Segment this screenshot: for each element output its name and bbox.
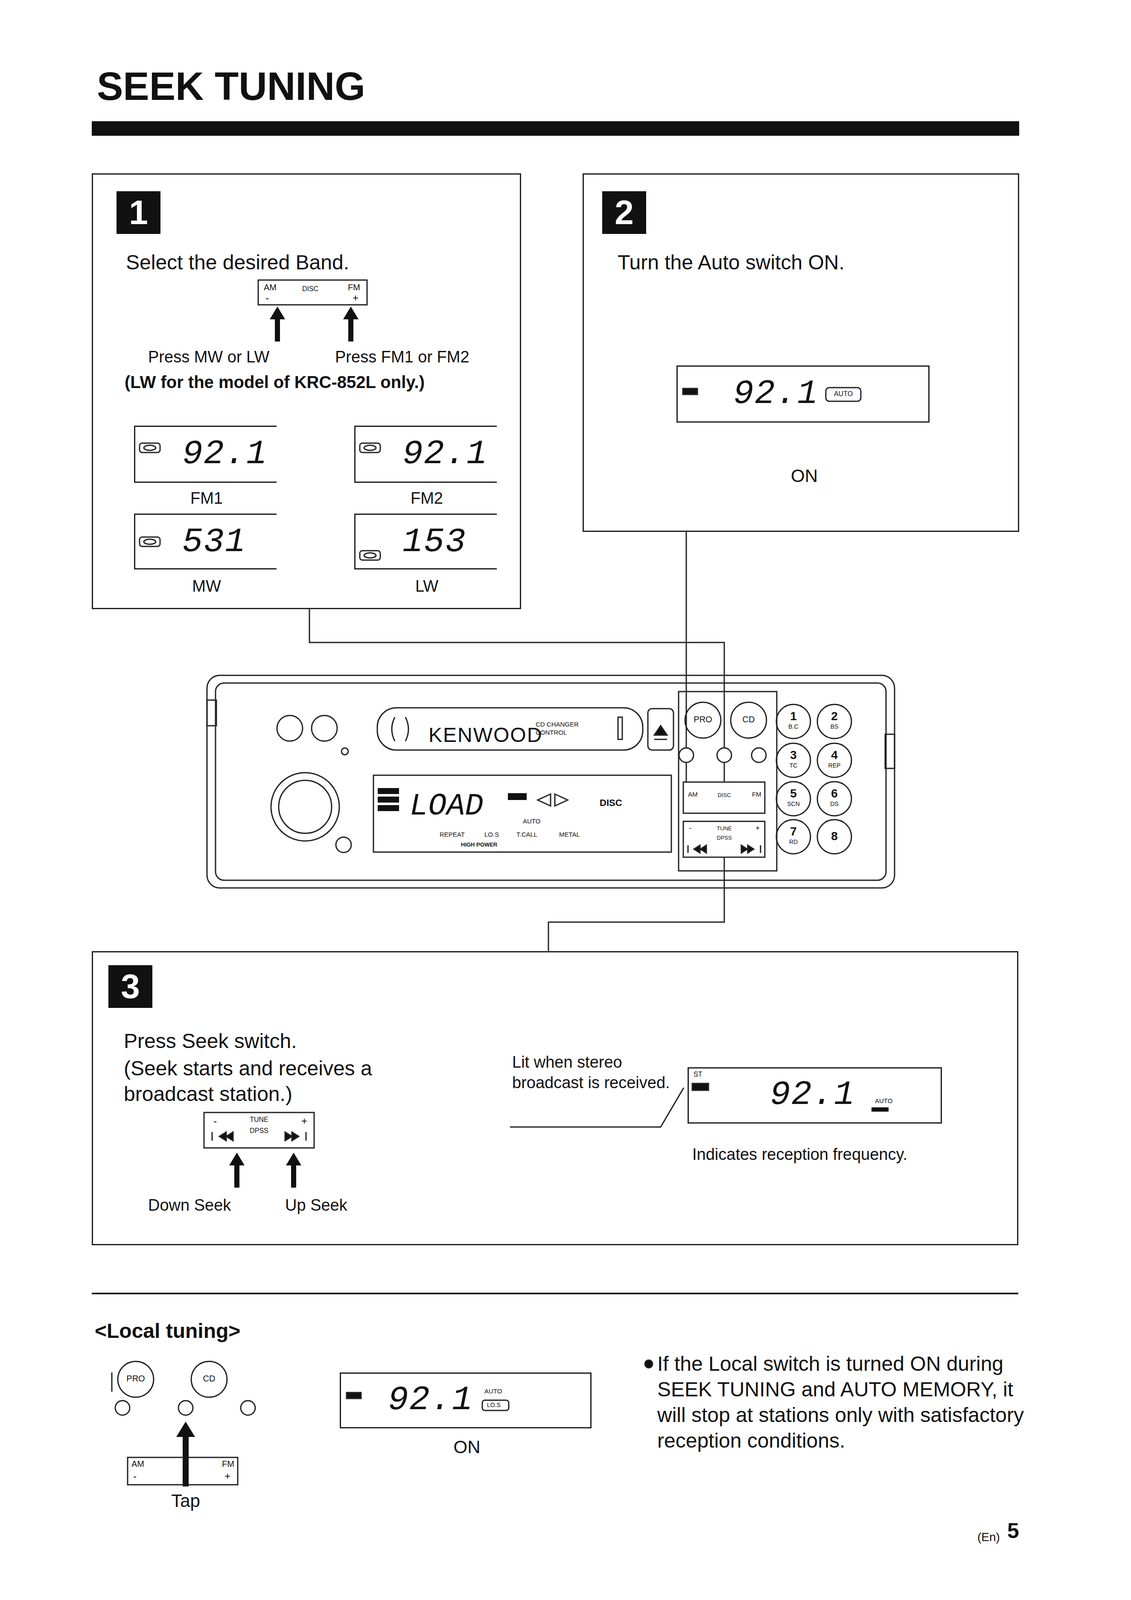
label-text: SCN: [787, 800, 800, 808]
label-text: REPEAT: [439, 830, 465, 838]
label-text: LOAD: [409, 788, 484, 825]
label-text: AUTO: [874, 1096, 893, 1105]
node-text: ON: [341, 1436, 593, 1458]
label-text: METAL: [559, 830, 581, 838]
label-text: 2: [830, 709, 838, 723]
label-text: DS: [830, 800, 839, 808]
label-text: AUTO: [833, 390, 853, 398]
label-text: LO.S: [484, 830, 499, 838]
label-text: BS: [830, 722, 839, 730]
node-text: 92.1: [387, 1380, 474, 1420]
label-text: TUNE: [249, 1115, 269, 1124]
lcd-display: 92.1ON: [676, 365, 930, 423]
label-text: ST: [693, 1070, 703, 1079]
node-text: 2: [602, 191, 647, 234]
label-text: If the Local switch is turned ON during …: [657, 1350, 1025, 1454]
label-text: PRO: [126, 1373, 145, 1384]
node-text: FM1: [135, 489, 278, 508]
label-text: LO.S: [486, 1401, 501, 1408]
label-text: -: [688, 823, 692, 833]
label-text: CD: [203, 1373, 216, 1384]
label-text: T.CALL: [516, 830, 538, 838]
label-text: PRO: [693, 714, 712, 725]
car-stereo: KENWOOD: [206, 675, 895, 888]
label-text: +: [224, 1469, 231, 1482]
lcd-display: 153LW: [354, 513, 497, 570]
label-text: 1: [789, 709, 797, 723]
lcd-display: 92.1FM2: [354, 425, 497, 483]
label-text: DISC: [717, 792, 731, 799]
node-text: 92.1: [182, 434, 268, 474]
node-text: MW: [135, 577, 278, 596]
node-text: Turn the Auto switch ON.: [617, 250, 845, 275]
node-text: 1: [116, 191, 161, 234]
label-text: DPSS: [249, 1126, 269, 1135]
label-text: Press FM1 or FM2: [335, 347, 470, 367]
node-text: 153: [402, 522, 467, 562]
label-text: CD CHANGER CONTROL: [535, 720, 581, 737]
label-text: 8: [830, 829, 838, 843]
label-text: AM: [131, 1458, 145, 1469]
node-text: 92.1: [733, 374, 819, 414]
node-text: FM2: [355, 489, 499, 508]
label-text: Up Seek: [285, 1195, 348, 1215]
lcd-display: 92.1FM1: [134, 425, 277, 483]
label-text: CD: [742, 714, 755, 725]
node-text: KENWOOD: [428, 722, 543, 747]
leader-connector: [548, 887, 725, 951]
label-text: Down Seek: [148, 1195, 231, 1215]
leader-connector: [685, 531, 688, 676]
label-text: -: [213, 1114, 217, 1127]
label-text: Tap: [171, 1490, 201, 1511]
label-text: B.C: [788, 722, 799, 730]
node-text: Press Seek switch.: [123, 1028, 297, 1053]
step-box: 2Turn the Auto switch ON.92.1ON: [582, 173, 1020, 532]
node-text: LW: [355, 577, 499, 596]
label-text: Press MW or LW: [148, 347, 270, 367]
label-text: (LW for the model of KRC-852L only.): [124, 372, 425, 392]
label-text: (En): [977, 1530, 1000, 1544]
node-text: (Seek starts and receives a broadcast st…: [123, 1055, 423, 1107]
node-text: ON: [677, 465, 931, 487]
label-text: TC: [789, 761, 798, 769]
lcd-display: 531MW: [134, 513, 277, 570]
node-text: Indicates reception frequency.: [692, 1145, 908, 1164]
label-text: DPSS: [716, 834, 732, 842]
label-text: FM: [347, 282, 361, 293]
label-text: AUTO: [484, 1387, 502, 1395]
label-text: AUTO: [522, 817, 541, 825]
label-text: AM: [263, 282, 277, 293]
label-text: TUNE: [716, 825, 732, 832]
label-text: 3: [789, 748, 797, 762]
node-text: 3: [108, 964, 153, 1008]
label-text: 7: [789, 824, 797, 839]
label-text: HIGH POWER: [460, 841, 498, 849]
lcd-display: 92.1Indicates reception frequency.: [687, 1066, 942, 1124]
label-text: REP: [828, 761, 841, 769]
label-text: 6: [830, 786, 838, 801]
label-text: <Local tuning>: [94, 1318, 241, 1343]
node-text: 531: [182, 522, 247, 562]
label-text: +: [352, 291, 359, 304]
label-text: AM: [687, 790, 698, 798]
lcd-display: 92.1ON: [339, 1372, 592, 1429]
label-text: 5: [1007, 1518, 1020, 1544]
page-title: SEEK TUNING: [96, 64, 366, 110]
label-text: 5: [789, 786, 797, 801]
label-text: DISC: [599, 797, 623, 808]
label-text: FM: [221, 1458, 235, 1469]
node-text: Select the desired Band.: [125, 250, 350, 275]
node-text: 92.1: [769, 1075, 856, 1115]
label-text: 4: [830, 748, 838, 762]
leader-connector: [309, 609, 725, 676]
node-text: 92.1: [402, 434, 488, 474]
label-text: +: [755, 823, 761, 833]
label-text: Lit when stereo broadcast is received.: [512, 1052, 671, 1093]
label-text: +: [301, 1114, 308, 1127]
label-text: -: [265, 291, 269, 304]
label-text: FM: [752, 790, 762, 798]
label-text: -: [133, 1469, 137, 1482]
label-text: DISC: [302, 285, 319, 293]
label-text: RD: [789, 838, 798, 846]
